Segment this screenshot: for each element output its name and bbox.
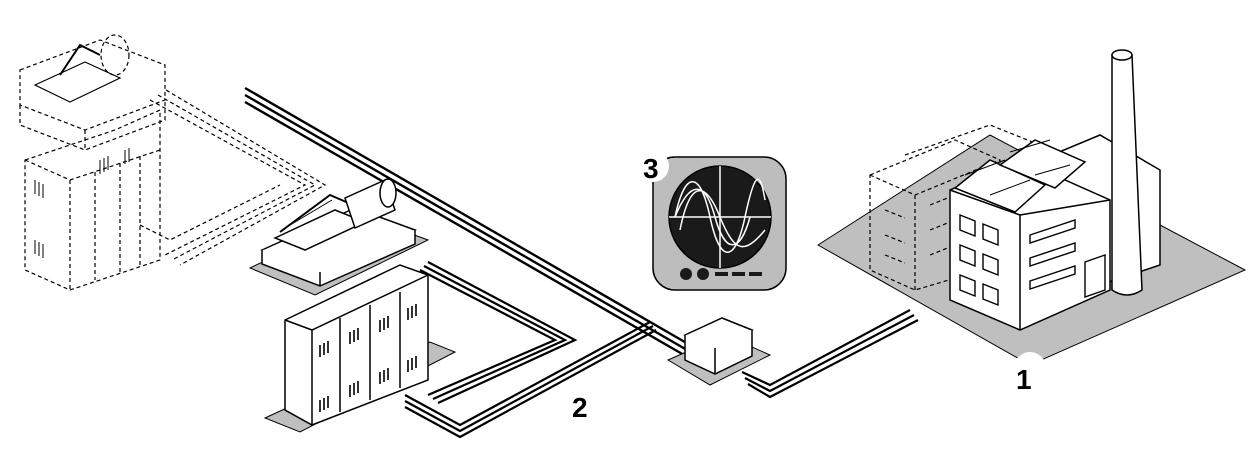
generator-unit <box>248 178 430 296</box>
oscilloscope-monitor <box>637 150 787 291</box>
switch-cabinet <box>263 264 457 433</box>
ghost-generator-setup <box>19 34 327 291</box>
plant-cable <box>741 309 919 399</box>
junction-box <box>666 317 772 386</box>
cabinet-cables <box>404 261 657 439</box>
callout-cabling: 2 <box>572 392 588 423</box>
ghost-vent-slots <box>34 148 130 258</box>
callout-power-plant: 1 <box>1016 364 1032 395</box>
main-cable <box>244 86 691 357</box>
callout-signal-monitor: 3 <box>643 153 659 184</box>
power-plant <box>817 49 1247 384</box>
